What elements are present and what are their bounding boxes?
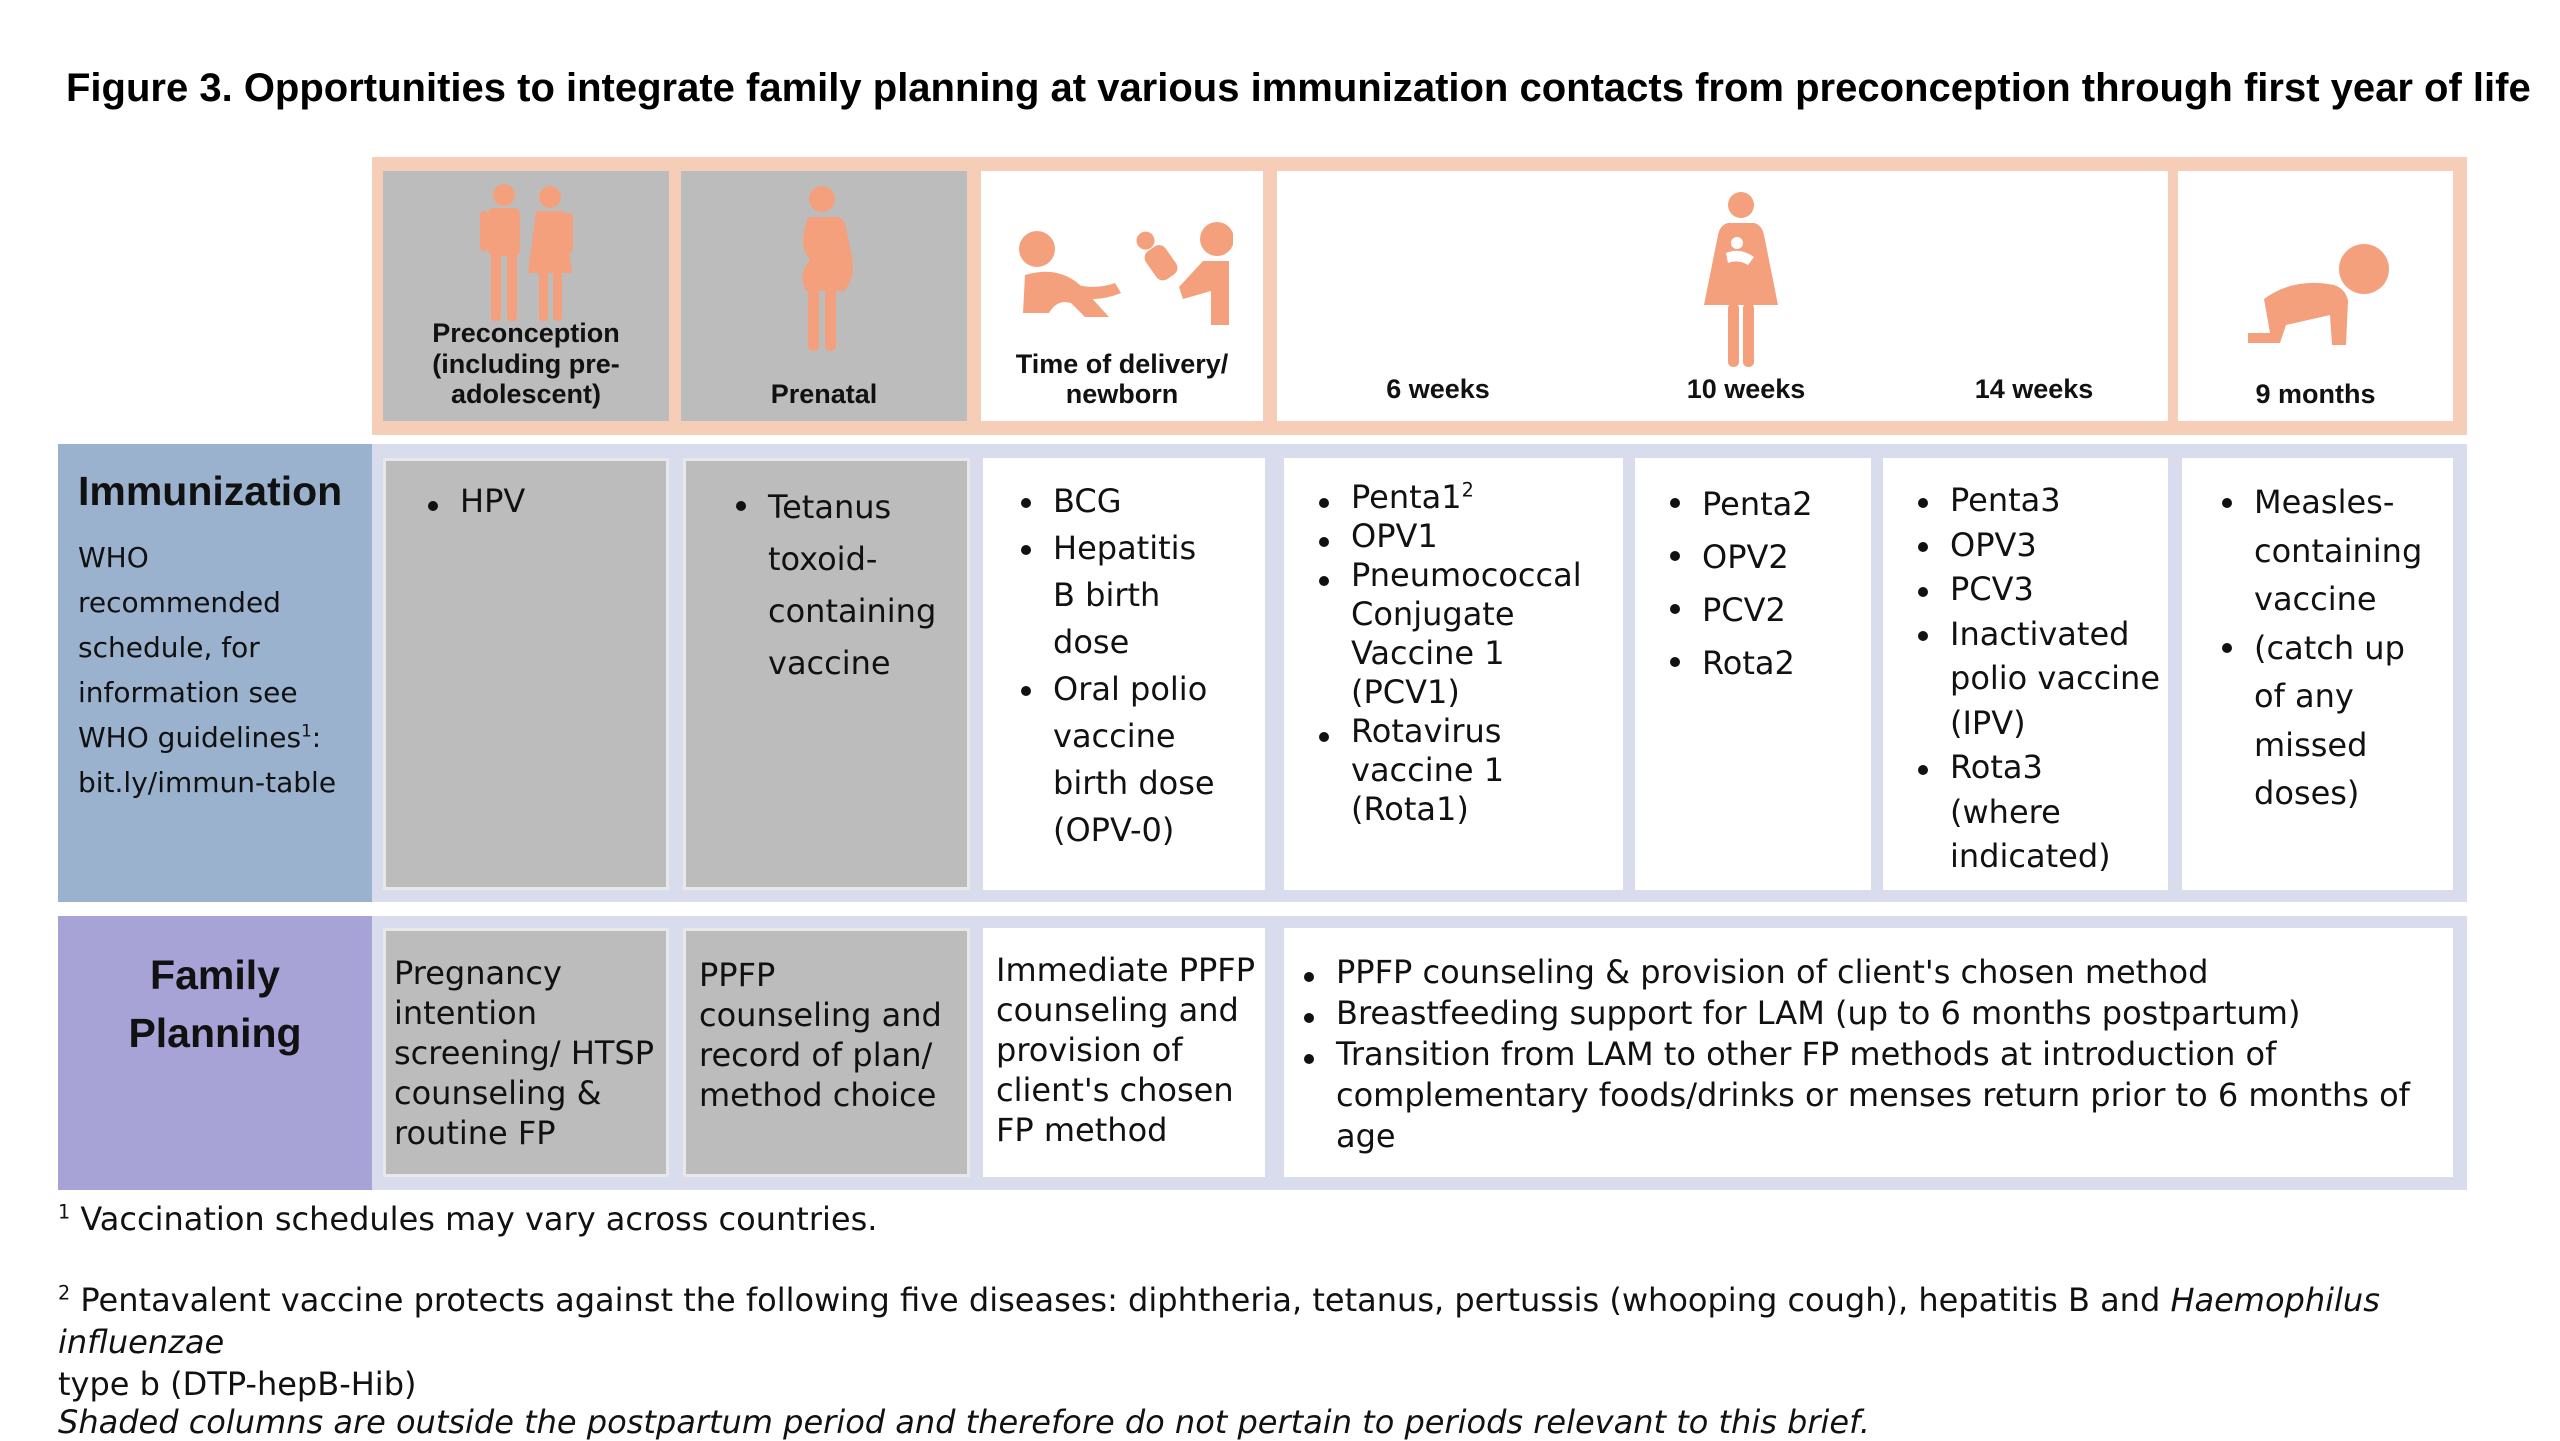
list-item: Rotavirus vaccine 1 (Rota1) bbox=[1313, 712, 1613, 829]
couple-icon bbox=[480, 184, 573, 321]
list-item: Hepatitis B birth dose bbox=[1015, 525, 1220, 666]
woman-infant-icon bbox=[1704, 192, 1778, 367]
header-label-9months: 9 months bbox=[2255, 378, 2376, 409]
header-label-delivery: Time of delivery/ newborn bbox=[1015, 348, 1229, 409]
penta1-label: Penta1 bbox=[1351, 478, 1462, 516]
fp-delivery-cell: Immediate PPFP counseling and provision … bbox=[983, 928, 1265, 1177]
list-item: Transition from LAM to other FP methods … bbox=[1298, 1034, 2445, 1157]
footnote-2: 2 Pentavalent vaccine protects against t… bbox=[58, 1279, 2478, 1405]
list-item: HPV bbox=[422, 481, 656, 521]
list-item: Rota3 (where indicated) bbox=[1912, 745, 2162, 879]
list-item: Penta12 bbox=[1313, 478, 1617, 517]
footnote-ref-2: 2 bbox=[1461, 478, 1474, 502]
footnote-1-text: Vaccination schedules may vary across co… bbox=[70, 1200, 878, 1238]
immunization-subtitle-text: WHO recommended schedule, for informatio… bbox=[78, 541, 302, 754]
footnote-1-marker: 1 bbox=[58, 1200, 71, 1224]
footnote-1: 1 Vaccination schedules may vary across … bbox=[58, 1200, 877, 1238]
imm-9months-cell: Measles-containing vaccine(catch up of a… bbox=[2182, 458, 2453, 890]
list-item: OPV1 bbox=[1313, 517, 1613, 556]
footnote-2-continuation: type b (DTP-hepB-Hib) bbox=[58, 1365, 417, 1403]
imm-prenatal-cell: Tetanus toxoid-containing vaccine bbox=[683, 458, 970, 890]
list-item: PCV2 bbox=[1664, 584, 1865, 637]
list-item: OPV3 bbox=[1912, 523, 2162, 568]
list-item: Tetanus toxoid-containing vaccine bbox=[730, 481, 936, 689]
list-item: Breastfeeding support for LAM (up to 6 m… bbox=[1298, 993, 2445, 1034]
imm-9months-list: Measles-containing vaccine(catch up of a… bbox=[2216, 478, 2426, 818]
list-item: Rota2 bbox=[1664, 637, 1865, 690]
immunization-subtitle-colon: : bbox=[311, 721, 322, 754]
shaded-columns-note: Shaded columns are outside the postpartu… bbox=[58, 1403, 1870, 1441]
fp-prenatal-cell: PPFP counseling and record of plan/ meth… bbox=[683, 928, 970, 1177]
family-planning-row-label: Family Planning bbox=[58, 916, 372, 1190]
list-item: Inactivated polio vaccine (IPV) bbox=[1912, 612, 2162, 746]
header-prenatal: Prenatal bbox=[681, 171, 967, 421]
fp-preconception-cell: Pregnancy intention screening/ HTSP coun… bbox=[383, 928, 669, 1177]
list-item: Measles-containing vaccine bbox=[2216, 478, 2426, 624]
fp-postpartum-list: PPFP counseling & provision of client's … bbox=[1298, 952, 2445, 1157]
header-preconception: Preconception (including pre- adolescent… bbox=[383, 171, 669, 421]
list-item: PPFP counseling & provision of client's … bbox=[1298, 952, 2445, 993]
who-schedule-link[interactable]: bit.ly/immun-table bbox=[78, 766, 337, 799]
fp-prenatal-text: PPFP counseling and record of plan/ meth… bbox=[699, 956, 942, 1114]
list-item: PCV3 bbox=[1912, 567, 2162, 612]
footnote-2-text: Pentavalent vaccine protects against the… bbox=[70, 1281, 2171, 1319]
crawling-baby-icon bbox=[2248, 244, 2389, 345]
header-9months: 9 months bbox=[2178, 171, 2453, 421]
header-label-prenatal: Prenatal bbox=[770, 378, 878, 409]
list-item: Penta3 bbox=[1912, 478, 2162, 523]
header-label-10weeks: 10 weeks bbox=[1686, 374, 1806, 404]
list-item: Penta2 bbox=[1664, 478, 1865, 531]
figure-title: Figure 3. Opportunities to integrate fam… bbox=[66, 66, 2531, 110]
header-label-preconception: Preconception (including pre- adolescent… bbox=[432, 318, 620, 409]
header-label-14weeks: 14 weeks bbox=[1974, 374, 2094, 404]
immunization-title: Immunization bbox=[78, 468, 343, 514]
list-item: Oral polio vaccine birth dose (OPV-0) bbox=[1015, 666, 1220, 854]
immunization-row-label: Immunization WHO recommended schedule, f… bbox=[58, 444, 372, 902]
list-item: (catch up of any missed doses) bbox=[2216, 624, 2426, 818]
list-item: OPV2 bbox=[1664, 531, 1865, 584]
family-planning-title: Family Planning bbox=[128, 952, 302, 1056]
pregnant-woman-icon bbox=[802, 186, 853, 351]
footnote-2-italic: Haemophilus influenzae bbox=[58, 1281, 2380, 1361]
fp-postpartum-cell: PPFP counseling & provision of client's … bbox=[1284, 928, 2453, 1177]
imm-preconception-cell: HPV bbox=[383, 458, 669, 890]
footnote-2-marker: 2 bbox=[58, 1281, 71, 1305]
list-item: Pneumococcal Conjugate Vaccine 1 (PCV1) bbox=[1313, 556, 1613, 712]
list-item: BCG bbox=[1015, 478, 1220, 525]
imm-6weeks-list: Penta12 bbox=[1313, 478, 1617, 517]
footnote-ref-1: 1 bbox=[301, 720, 312, 741]
imm-prenatal-list: Tetanus toxoid-containing vaccine bbox=[730, 481, 936, 689]
header-weeks bbox=[1277, 171, 2168, 421]
imm-preconception-list: HPV bbox=[422, 481, 656, 521]
fp-delivery-text: Immediate PPFP counseling and provision … bbox=[996, 951, 1255, 1149]
mother-newborn-icon bbox=[1019, 222, 1233, 325]
fp-preconception-text: Pregnancy intention screening/ HTSP coun… bbox=[394, 954, 655, 1152]
header-label-6weeks: 6 weeks bbox=[1386, 374, 1490, 404]
immunization-subtitle: WHO recommended schedule, for informatio… bbox=[78, 535, 356, 805]
header-delivery: Time of delivery/ newborn bbox=[981, 171, 1263, 421]
